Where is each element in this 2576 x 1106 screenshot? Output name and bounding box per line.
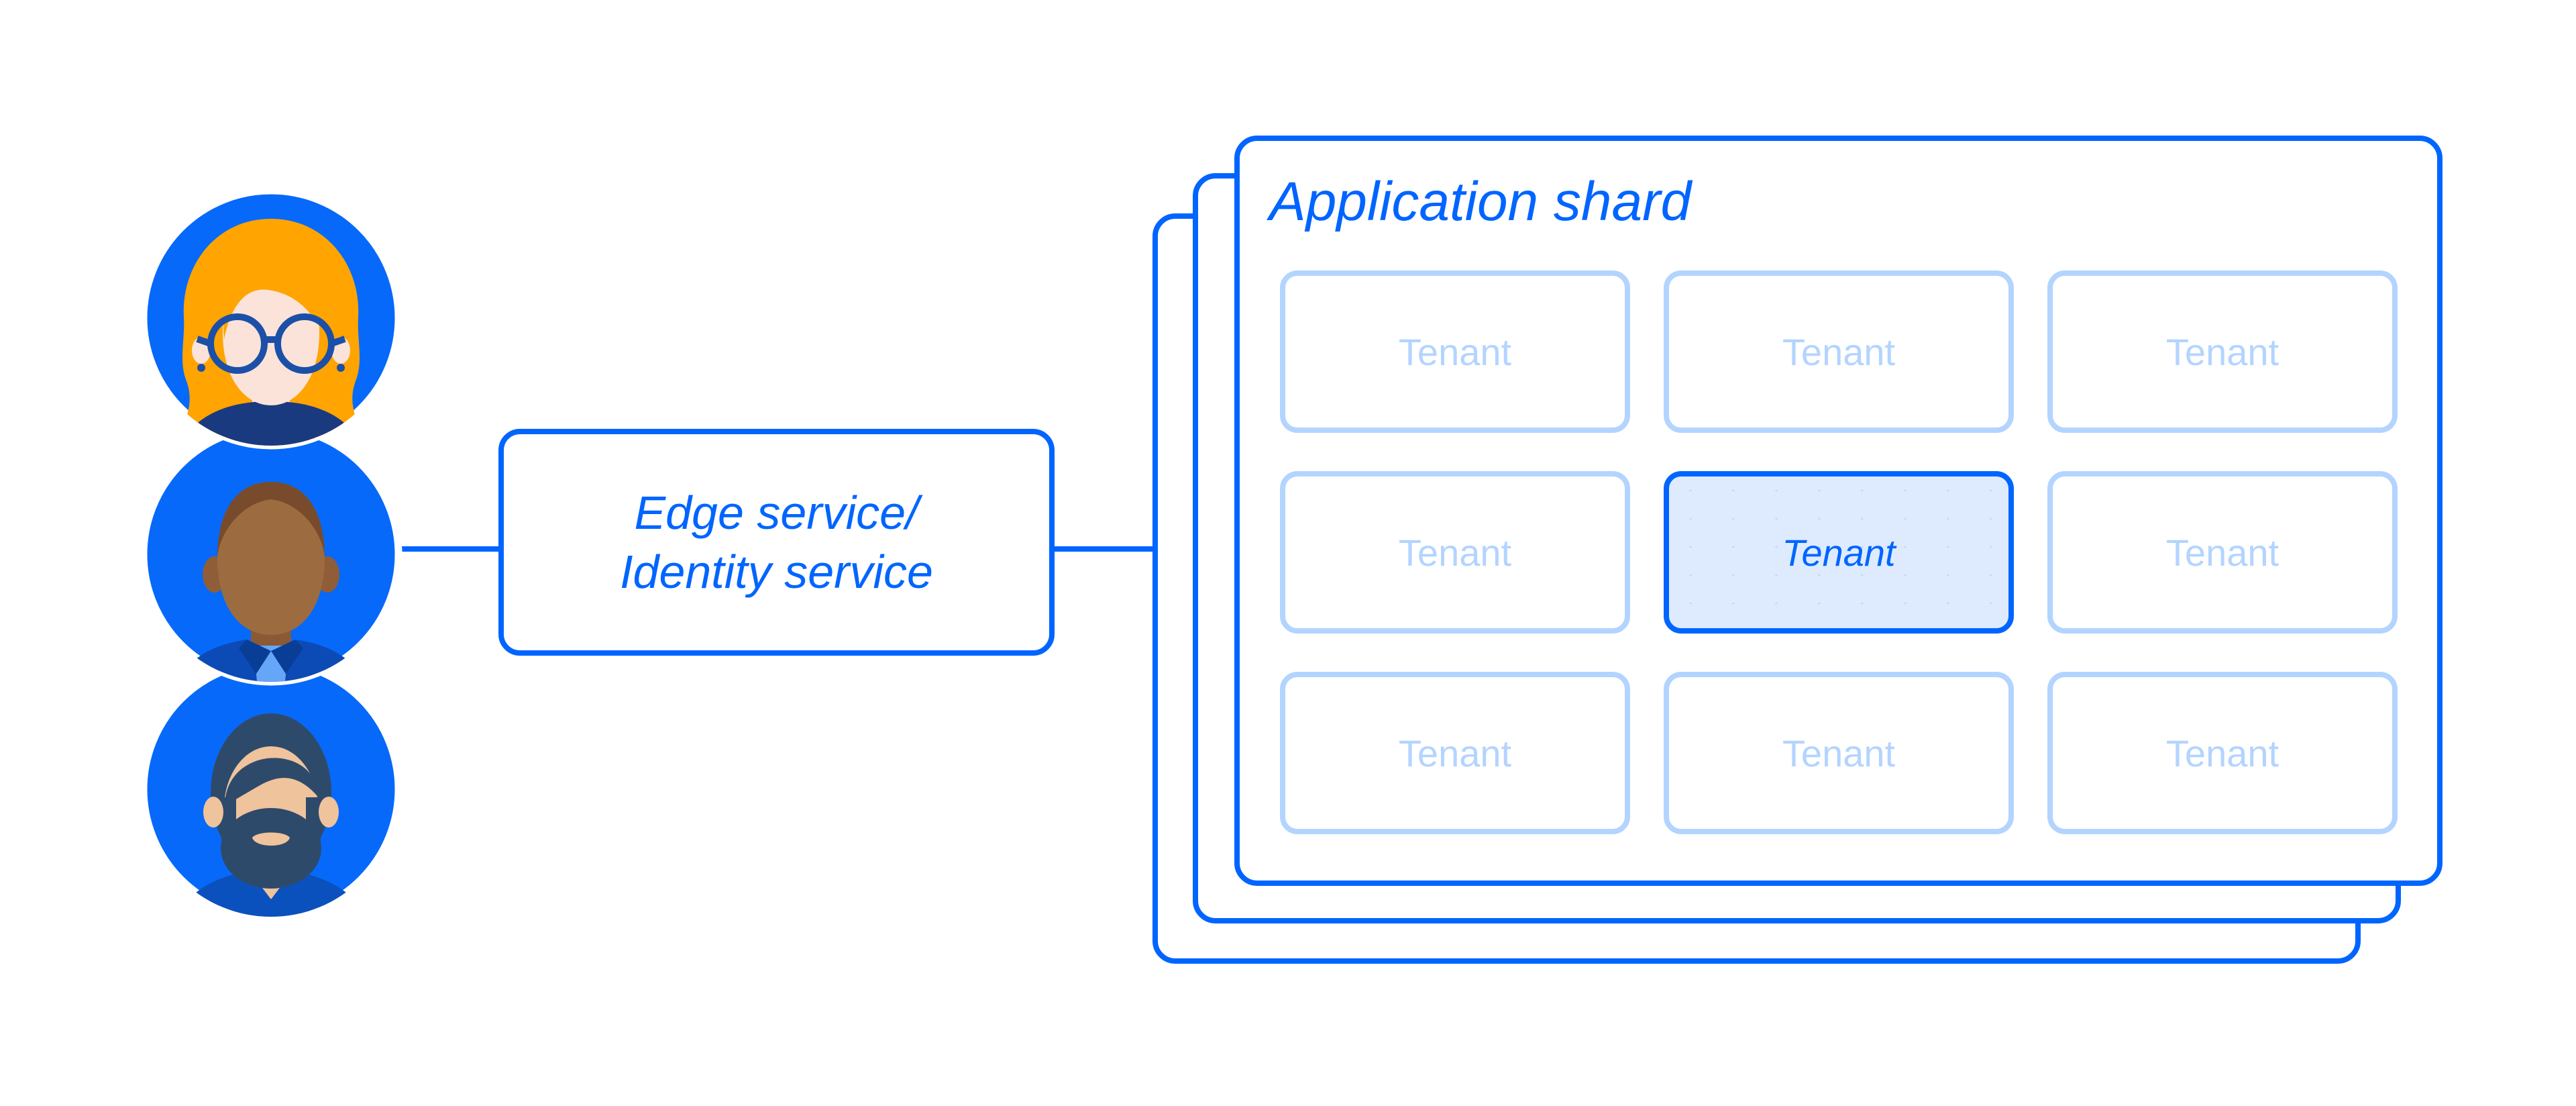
user-avatar-man-bald-icon (140, 423, 402, 686)
tenant-box: Tenant (1280, 270, 1630, 433)
tenant-box: Tenant (2047, 672, 2398, 834)
tenant-label: Tenant (1398, 330, 1512, 373)
tenant-label: Tenant (1782, 531, 1896, 574)
tenant-box: Tenant (2047, 471, 2398, 634)
tenant-box: Tenant (1280, 471, 1630, 634)
application-shard-title: Application shard (1269, 171, 1692, 232)
tenant-box: Tenant (1664, 270, 2014, 433)
user-avatar-man-beard-icon (140, 658, 402, 921)
tenant-label: Tenant (2165, 531, 2279, 574)
tenant-box: Tenant (1664, 672, 2014, 834)
tenant-label: Tenant (1398, 531, 1512, 574)
tenant-label: Tenant (1782, 732, 1896, 774)
connector-users-to-edge (397, 546, 502, 552)
tenant-label: Tenant (1782, 330, 1896, 373)
tenant-label: Tenant (1398, 732, 1512, 774)
tenant-box-highlighted: Tenant (1664, 471, 2014, 634)
tenant-box: Tenant (2047, 270, 2398, 433)
glasses-icon (196, 313, 346, 374)
connector-edge-to-shard (1051, 546, 1161, 552)
tenant-label: Tenant (2165, 732, 2279, 774)
edge-service-label-line2: Identity service (620, 546, 933, 598)
tenant-label: Tenant (2165, 330, 2279, 373)
tenant-box: Tenant (1280, 672, 1630, 834)
user-avatar-woman-glasses-icon (140, 187, 402, 450)
edge-service-label-line1: Edge service/ (634, 487, 919, 539)
edge-identity-service-box: Edge service/ Identity service (498, 429, 1055, 656)
